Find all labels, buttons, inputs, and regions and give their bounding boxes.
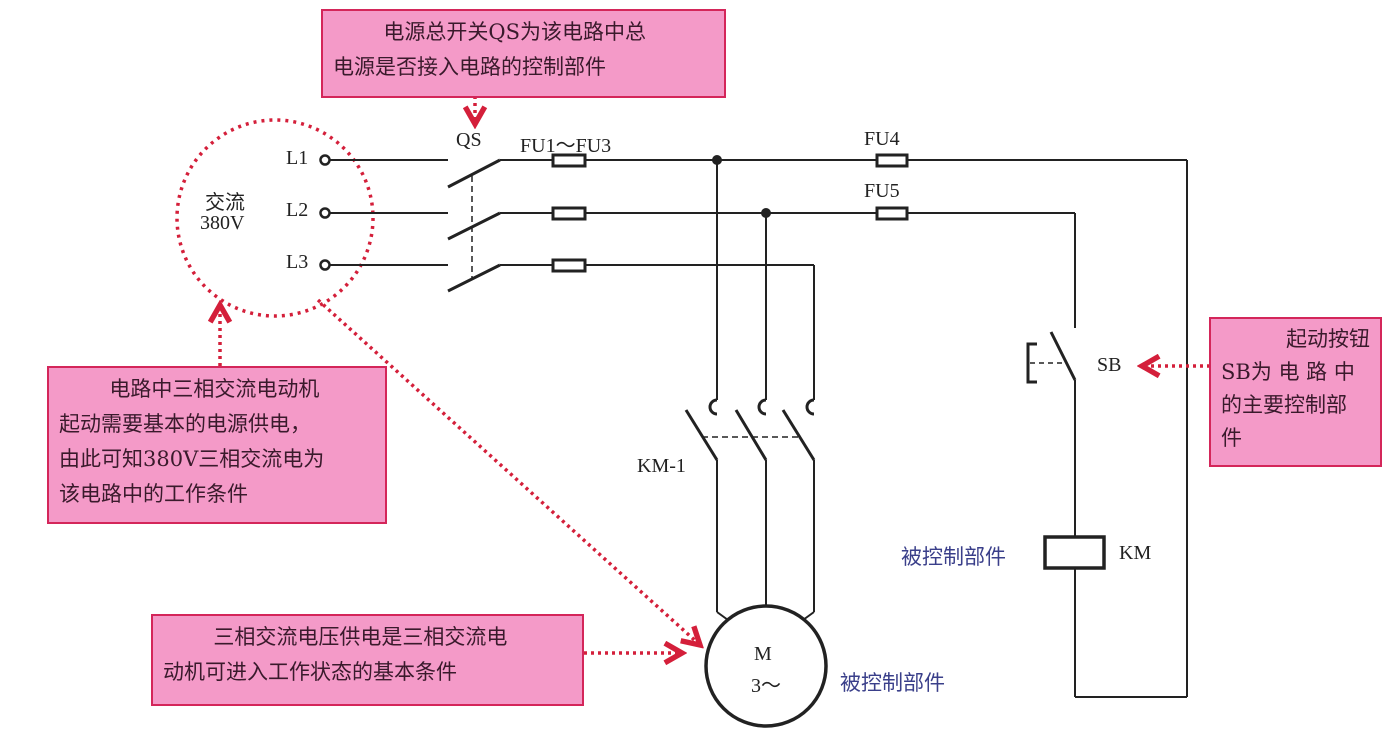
sb-note-line3: 的主要控制部: [1221, 393, 1347, 417]
km1-contacts: [684, 398, 816, 461]
sb-note-line1: 起动按钮: [1286, 327, 1370, 351]
terminal-l3: [319, 259, 331, 271]
qs-note-line1: 电源总开关QS为该电路中总: [383, 20, 646, 44]
label-sb: SB: [1097, 354, 1122, 376]
label-km1: KM-1: [637, 455, 686, 477]
label-qs: QS: [456, 129, 482, 151]
arrow-source-to-motor: [316, 298, 700, 645]
label-l3: L3: [286, 251, 309, 273]
controlled-label-coil: 被控制部件: [901, 545, 1006, 569]
fuse-fu1: [551, 153, 587, 168]
motor-label-phase: 3～: [751, 675, 781, 697]
controlled-label-motor: 被控制部件: [840, 671, 945, 695]
sb-note-line4: 件: [1221, 426, 1242, 450]
fuse-fu3: [551, 258, 587, 273]
terminals: [319, 154, 331, 271]
junction-dot: [761, 208, 771, 218]
label-fu4: FU4: [864, 128, 900, 150]
sb-button: [1026, 331, 1077, 384]
motor-note: 三相交流电压供电是三相交流电 动机可进入工作状态的基本条件: [151, 614, 584, 706]
terminal-l2: [319, 207, 331, 219]
fuse-fu2: [551, 206, 587, 221]
sb-note: 起动按钮 SB为 电 路 中 的主要控制部 件: [1209, 317, 1382, 467]
annotation-arrows: [220, 96, 1210, 653]
power-note-line1: 电路中三相交流电动机: [109, 377, 320, 401]
power-note-line4: 该电路中的工作条件: [59, 482, 248, 506]
qs-switch: [447, 158, 501, 293]
wires: [330, 159, 1188, 698]
label-fu1-fu3: FU1～FU3: [520, 135, 612, 157]
label-l1: L1: [286, 147, 309, 169]
motor-note-line2: 动机可进入工作状态的基本条件: [163, 660, 457, 684]
fuse-fu5: [875, 206, 909, 221]
motor-label-m: M: [754, 643, 772, 665]
qs-note-line2: 电源是否接入电路的控制部件: [333, 55, 606, 79]
source-label-line2: 380V: [200, 212, 245, 234]
terminal-l1: [319, 154, 331, 166]
power-note-line3: 由此可知380V三相交流电为: [59, 447, 325, 471]
power-note: 电路中三相交流电动机 起动需要基本的电源供电， 由此可知380V三相交流电为 该…: [47, 366, 387, 524]
motor-symbol: [704, 604, 828, 728]
km-coil: [1043, 535, 1106, 570]
fuses: [551, 153, 909, 273]
sb-note-line2: SB为 电 路 中: [1221, 360, 1355, 384]
label-l2: L2: [286, 199, 309, 221]
source-label-line1: 交流: [205, 190, 245, 214]
label-km: KM: [1119, 542, 1152, 564]
power-source-circle: [175, 118, 375, 318]
junction-dot: [712, 155, 722, 165]
qs-note: 电源总开关QS为该电路中总 电源是否接入电路的控制部件: [321, 9, 726, 98]
motor-note-line1: 三相交流电压供电是三相交流电: [213, 625, 508, 649]
fuse-fu4: [875, 153, 909, 168]
label-fu5: FU5: [864, 180, 900, 202]
power-note-line2: 起动需要基本的电源供电，: [59, 412, 311, 436]
